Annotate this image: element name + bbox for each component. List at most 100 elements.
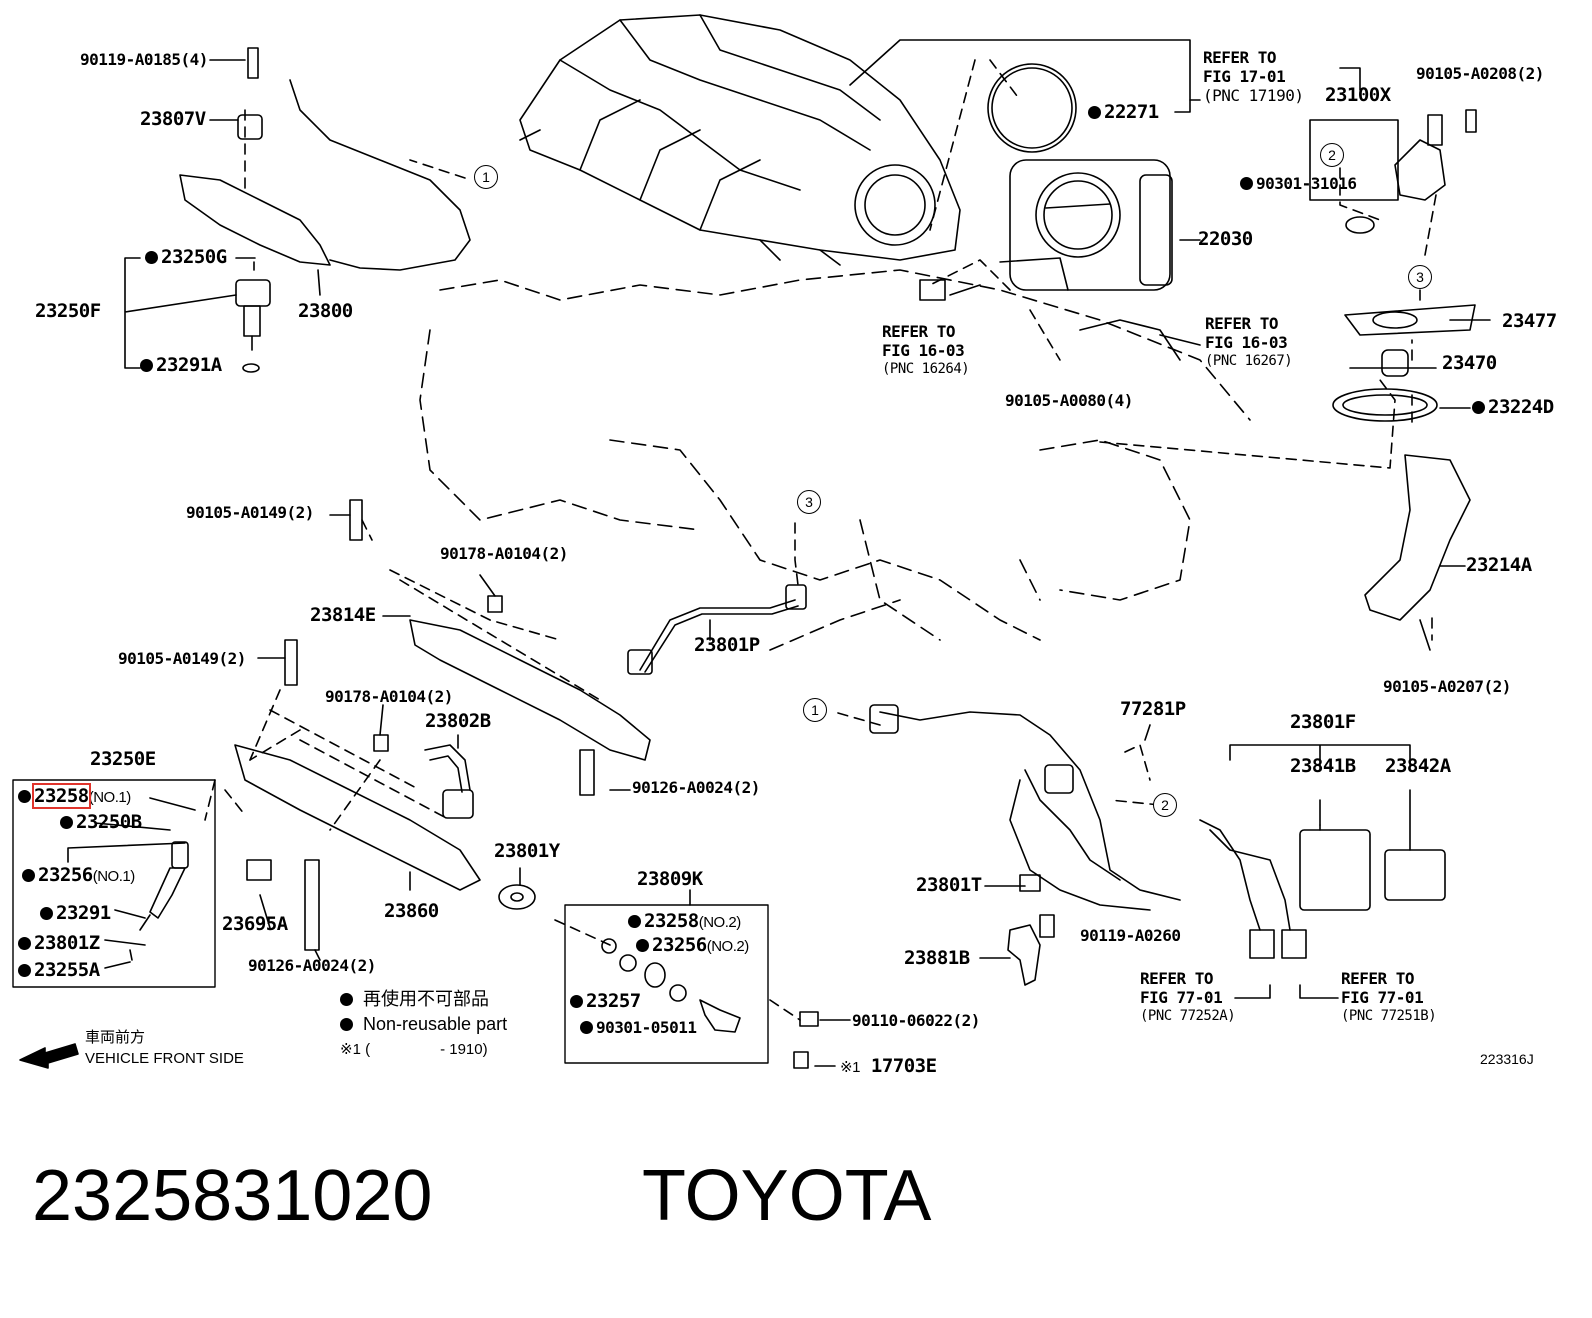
legend-text: - 1910) — [440, 1041, 488, 1058]
nonreusable-dot-icon — [140, 359, 153, 372]
legend-nonreusable-en: Non-reusable part — [340, 1015, 507, 1033]
refer-line: REFER TO — [882, 322, 956, 341]
vehicle-front-jp: 車両前方 — [85, 1029, 146, 1046]
part-label-nonreusable[interactable]: 23256(NO.2) — [636, 936, 749, 955]
nonreusable-dot-icon — [60, 816, 73, 829]
part-number: 17703E — [870, 1055, 937, 1077]
part-label[interactable]: 90178-A0104(2) — [325, 687, 453, 706]
part-label[interactable]: 90126-A0024(2) — [632, 778, 760, 797]
part-label[interactable]: 23250F — [35, 300, 101, 322]
part-label[interactable]: 90178-A0104(2) — [440, 544, 568, 563]
box-23809k — [564, 904, 769, 1064]
part-label-nonreusable[interactable]: 23224D — [1472, 398, 1554, 417]
part-label-nonreusable[interactable]: 23801Z — [18, 934, 100, 953]
part-label[interactable]: 90110-06022(2) — [852, 1011, 980, 1030]
part-label-nonreusable[interactable]: 23258(NO.2) — [628, 912, 741, 931]
part-label[interactable]: 23814E — [310, 604, 376, 626]
part-label-nonreusable[interactable]: 23258(NO.1) — [18, 783, 131, 809]
part-label[interactable]: 23809K — [637, 868, 703, 890]
part-label[interactable]: 23801F — [1290, 711, 1356, 733]
part-label[interactable]: 90105-A0149(2) — [118, 649, 246, 668]
engine-outline — [419, 269, 1251, 651]
refer-to-fig-17-01[interactable]: REFER TO FIG 17-01 (PNC 17190) — [1203, 48, 1304, 105]
injector-parts-23809k — [498, 884, 819, 1069]
circle-ref-2: 2 — [1153, 793, 1177, 817]
part-label[interactable]: 23860 — [384, 900, 439, 922]
part-label[interactable]: 90126-A0024(2) — [248, 956, 376, 975]
part-label-nonreusable[interactable]: 23250B — [60, 813, 142, 832]
reference-lines — [209, 39, 1491, 1067]
part-label[interactable]: 23250E — [90, 748, 156, 770]
part-label[interactable]: 22030 — [1198, 228, 1253, 250]
intake-manifold — [519, 14, 961, 266]
vehicle-front-en: VEHICLE FRONT SIDE — [85, 1050, 244, 1067]
part-label[interactable]: 23214A — [1466, 554, 1532, 576]
part-label[interactable]: 23695A — [222, 913, 288, 935]
refer-line: REFER TO — [1205, 314, 1279, 333]
part-label-nonreusable[interactable]: 23257 — [570, 992, 641, 1011]
fuel-lines-23801f — [869, 704, 1446, 959]
legend-mark-1: ※1 ( - 1910) — [340, 1042, 488, 1057]
part-label-nonreusable[interactable]: 23250G — [145, 248, 227, 267]
part-label[interactable]: 23477 — [1502, 310, 1557, 332]
part-label[interactable]: 90119-A0260 — [1080, 926, 1181, 945]
parts-diagram-drawing — [12, 14, 1491, 1069]
nonreusable-dot-icon — [570, 995, 583, 1008]
part-label[interactable]: ※1 17703E — [840, 1057, 937, 1076]
part-label-nonreusable[interactable]: 90301-31016 — [1240, 174, 1357, 193]
part-label[interactable]: 90105-A0080(4) — [1005, 391, 1133, 410]
part-number: 23291 — [56, 902, 111, 924]
part-number: 23291A — [156, 354, 222, 376]
bracket-23881b — [1007, 874, 1055, 986]
part-label-nonreusable[interactable]: 22271 — [1088, 103, 1159, 122]
nonreusable-dot-icon — [636, 939, 649, 952]
part-label[interactable]: 90105-A0207(2) — [1383, 677, 1511, 696]
part-label-nonreusable[interactable]: 23291 — [40, 904, 111, 923]
part-number: 23250G — [161, 246, 227, 268]
part-label[interactable]: 23842A — [1385, 755, 1451, 777]
part-label-nonreusable[interactable]: 23255A — [18, 961, 100, 980]
nonreusable-dot-icon — [22, 869, 35, 882]
part-label[interactable]: 90105-A0208(2) — [1416, 64, 1544, 83]
part-label[interactable]: 23470 — [1442, 352, 1497, 374]
nonreusable-dot-icon — [145, 251, 158, 264]
refer-to-fig-77-01-b[interactable]: REFER TO FIG 77-01 (PNC 77251B) — [1341, 969, 1437, 1026]
refer-to-fig-77-01-a[interactable]: REFER TO FIG 77-01 (PNC 77252A) — [1140, 969, 1236, 1026]
part-suffix: (NO.2) — [698, 914, 742, 931]
nonreusable-dot-icon — [628, 915, 641, 928]
legend-text: ※1 ( — [340, 1041, 371, 1058]
dashed-leaders — [204, 59, 1437, 1021]
refer-line: (PNC 77251B) — [1341, 1008, 1437, 1024]
part-number-caption: 2325831020 — [32, 1156, 433, 1236]
part-label-nonreusable[interactable]: 23291A — [140, 356, 222, 375]
throttle-body-22030 — [999, 159, 1173, 291]
nonreusable-dot-icon — [340, 993, 353, 1006]
part-label[interactable]: 23801P — [694, 634, 760, 656]
circle-ref-1: 1 — [803, 698, 827, 722]
part-label[interactable]: 23801Y — [494, 840, 560, 862]
refer-line: (PNC 17190) — [1203, 86, 1304, 105]
part-label[interactable]: 23100X — [1325, 84, 1391, 106]
refer-line: REFER TO — [1341, 969, 1415, 988]
part-label[interactable]: 23801T — [916, 874, 982, 896]
refer-to-fig-16-03-b[interactable]: REFER TO FIG 16-03 (PNC 16267) — [1205, 314, 1293, 371]
part-label-nonreusable[interactable]: 90301-05011 — [580, 1020, 697, 1036]
part-number: 23250B — [76, 811, 142, 833]
legend-nonreusable-jp: 再使用不可部品 — [340, 990, 489, 1008]
part-label[interactable]: 23841B — [1290, 755, 1356, 777]
part-label[interactable]: 23802B — [425, 710, 491, 732]
refer-to-fig-16-03-a[interactable]: REFER TO FIG 16-03 (PNC 16264) — [882, 322, 970, 379]
fuel-rail-upper — [179, 47, 471, 271]
refer-line: FIG 77-01 — [1341, 988, 1424, 1007]
nonreusable-dot-icon — [340, 1018, 353, 1031]
part-label[interactable]: 23881B — [904, 947, 970, 969]
part-label-nonreusable[interactable]: 23256(NO.1) — [22, 866, 135, 885]
nonreusable-dot-icon — [18, 964, 31, 977]
part-label[interactable]: 23807V — [140, 108, 206, 130]
nonreusable-dot-icon — [18, 790, 31, 803]
part-label[interactable]: 90105-A0149(2) — [186, 503, 314, 522]
part-label[interactable]: 23800 — [298, 300, 353, 322]
part-label[interactable]: 77281P — [1120, 698, 1186, 720]
part-number: 90301-31016 — [1256, 174, 1357, 193]
part-label[interactable]: 90119-A0185(4) — [80, 50, 208, 69]
